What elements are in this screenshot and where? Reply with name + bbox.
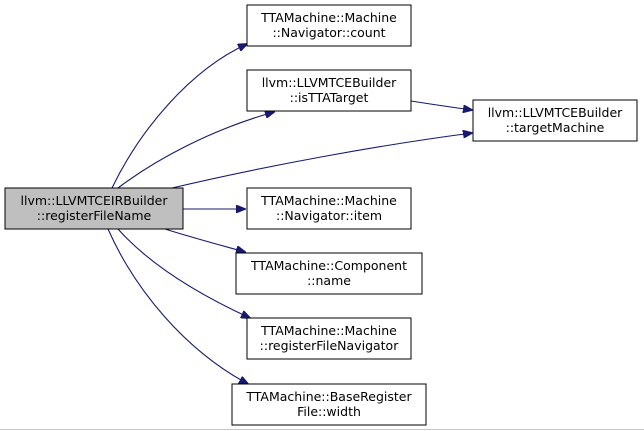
node-name-line1: TTAMachine::Component xyxy=(250,258,407,273)
node-navigator-count[interactable]: TTAMachine::Machine ::Navigator::count xyxy=(246,4,412,47)
node-count-line2: ::Navigator::count xyxy=(272,25,385,40)
node-registerfilenavigator[interactable]: TTAMachine::Machine ::registerFileNaviga… xyxy=(246,317,412,360)
node-isttatarget[interactable]: llvm::LLVMTCEBuilder ::isTTATarget xyxy=(246,69,412,112)
node-targetmachine-line1: llvm::LLVMTCEBuilder xyxy=(488,105,623,120)
node-targetmachine[interactable]: llvm::LLVMTCEBuilder ::targetMachine xyxy=(472,99,638,142)
node-registerfilenavigator-line1: TTAMachine::Machine xyxy=(260,323,397,338)
node-item-line2: ::Navigator::item xyxy=(276,208,382,223)
node-isttatarget-line2: ::isTTATarget xyxy=(290,90,369,105)
node-width-line1: TTAMachine::BaseRegister xyxy=(245,389,412,404)
edge-root-to-width xyxy=(107,228,248,384)
node-targetmachine-line2: ::targetMachine xyxy=(506,120,605,135)
node-name-line2: ::name xyxy=(307,273,351,288)
node-component-name[interactable]: TTAMachine::Component ::name xyxy=(235,252,423,295)
edge-root-to-name xyxy=(164,228,245,252)
node-isttatarget-line1: llvm::LLVMTCEBuilder xyxy=(262,75,397,90)
edge-isttatarget-to-targetmachine xyxy=(410,100,472,110)
node-registerfilenavigator-line2: ::registerFileNavigator xyxy=(260,338,400,353)
bottom-border xyxy=(0,429,644,430)
edge-root-to-targetmachine xyxy=(171,133,472,189)
edges xyxy=(107,44,472,384)
node-root-line2: ::registerFileName xyxy=(37,208,152,223)
edge-root-to-isttatarget xyxy=(117,112,274,189)
edge-root-to-registerfilenavigator xyxy=(117,228,250,318)
node-item-line1: TTAMachine::Machine xyxy=(260,193,397,208)
node-navigator-item[interactable]: TTAMachine::Machine ::Navigator::item xyxy=(246,187,412,230)
node-baseregisterfile-width[interactable]: TTAMachine::BaseRegister File::width xyxy=(231,383,427,426)
node-width-line2: File::width xyxy=(297,404,361,419)
node-root-line1: llvm::LLVMTCEIRBuilder xyxy=(21,193,169,208)
node-count-line1: TTAMachine::Machine xyxy=(260,10,397,25)
edge-root-to-count xyxy=(111,44,247,189)
node-root-registerfilename[interactable]: llvm::LLVMTCEIRBuilder ::registerFileNam… xyxy=(4,187,184,230)
